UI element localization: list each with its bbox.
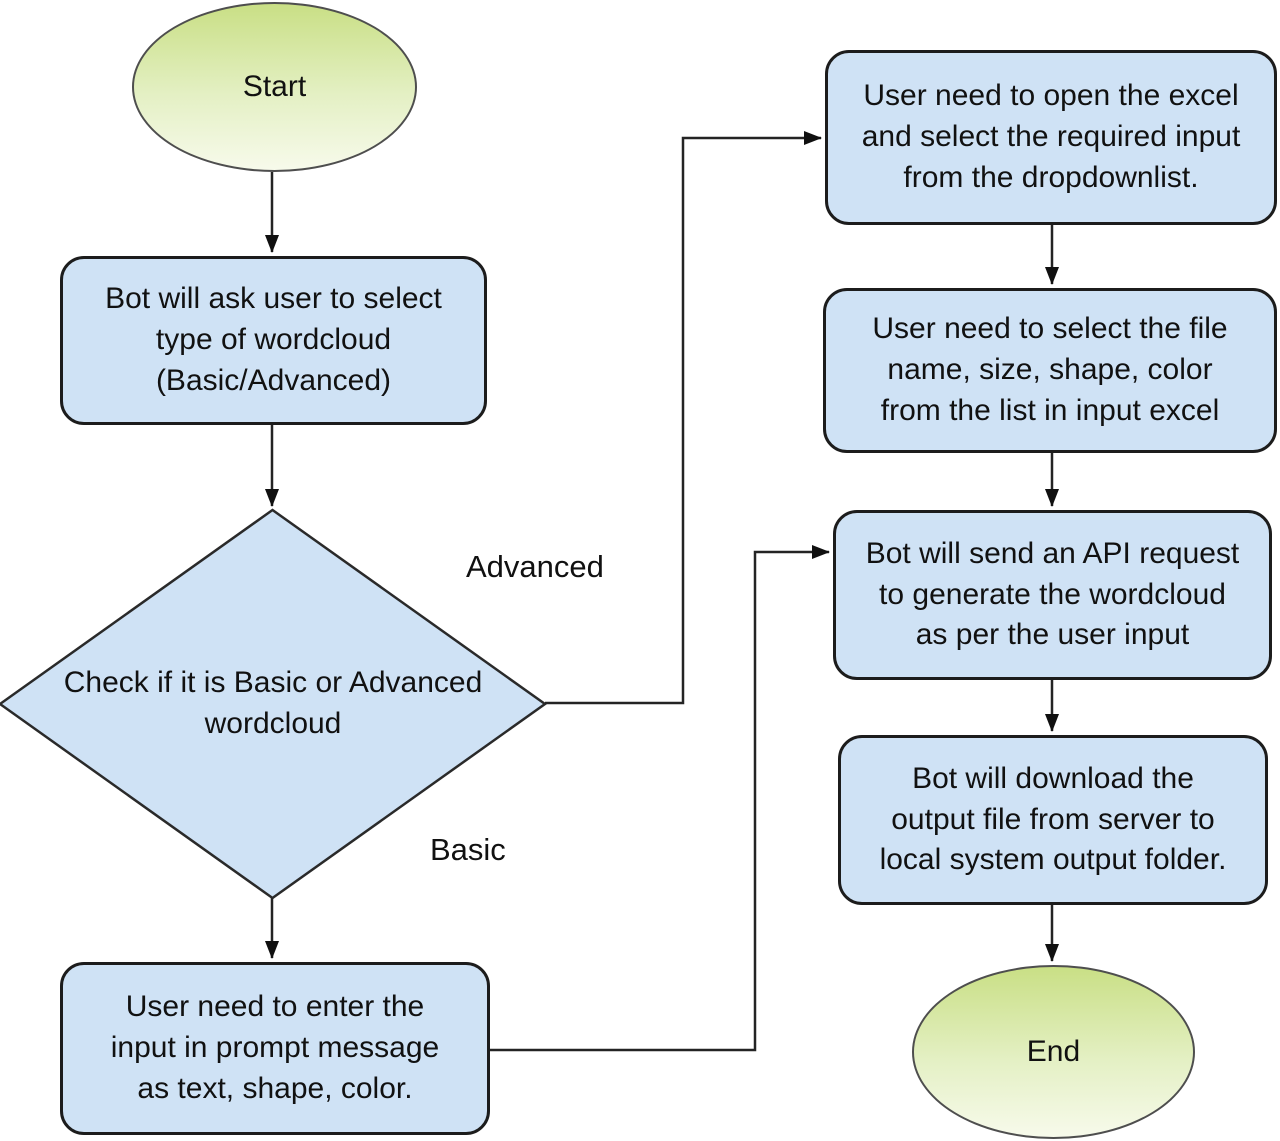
ask-type-node: Bot will ask user to select type of word… bbox=[60, 256, 487, 425]
api-request-node-label: Bot will send an API request to generate… bbox=[865, 536, 1240, 652]
end-node-label: End bbox=[1026, 1034, 1081, 1068]
edge-decision-to-open-excel bbox=[545, 131, 822, 705]
end-node: End bbox=[912, 965, 1195, 1139]
start-node-label: Start bbox=[242, 69, 307, 103]
download-output-node-label: Bot will download the output file from s… bbox=[879, 761, 1227, 877]
select-file-node-label: User need to select the file name, size,… bbox=[872, 312, 1228, 427]
open-excel-node: User need to open the excel and select t… bbox=[825, 50, 1277, 225]
edge-prompt-input-to-api-request bbox=[490, 545, 830, 1052]
download-output-node: Bot will download the output file from s… bbox=[838, 735, 1268, 905]
prompt-input-node: User need to enter the input in prompt m… bbox=[60, 962, 490, 1135]
open-excel-node-label: User need to open the excel and select t… bbox=[861, 79, 1241, 194]
edge-label-advanced: Advanced bbox=[466, 549, 604, 584]
prompt-input-node-label: User need to enter the input in prompt m… bbox=[110, 990, 440, 1105]
ask-type-node-label: Bot will ask user to select type of word… bbox=[105, 282, 442, 397]
api-request-node: Bot will send an API request to generate… bbox=[833, 510, 1272, 680]
decision-node-label: Check if it is Basic or Advanced wordclo… bbox=[63, 666, 483, 740]
start-node: Start bbox=[132, 2, 417, 172]
edge-label-basic: Basic bbox=[430, 832, 506, 867]
select-file-node: User need to select the file name, size,… bbox=[823, 288, 1277, 453]
